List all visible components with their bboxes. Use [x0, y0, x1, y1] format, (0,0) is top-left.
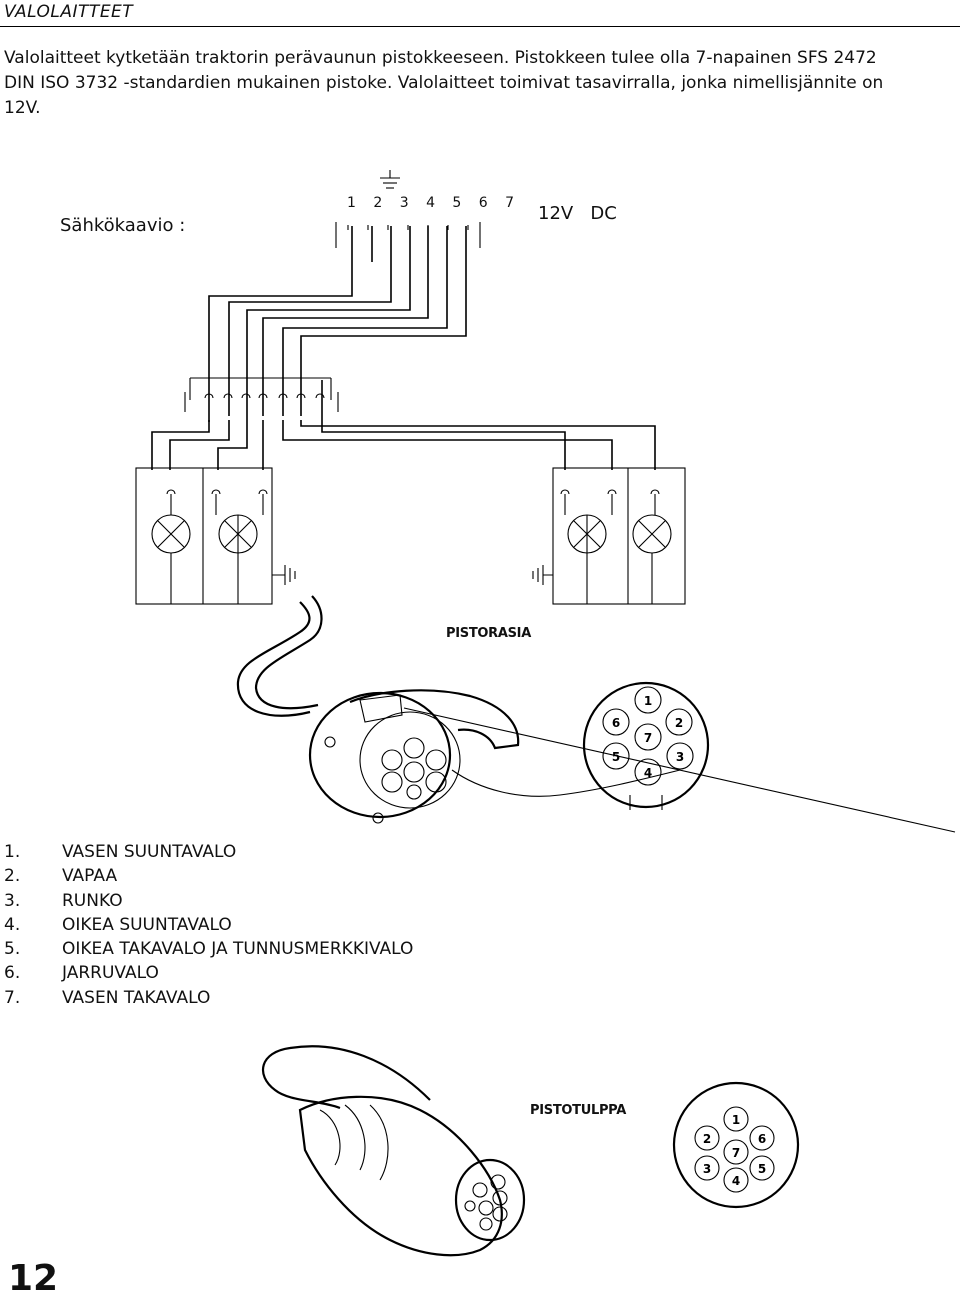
socket-pin-5: 5	[612, 750, 620, 764]
plug-pin-1: 1	[732, 1113, 740, 1127]
header-bar: VALOLAITTEET	[0, 0, 960, 27]
legend-item: 7. VASEN TAKAVALO	[4, 986, 413, 1010]
lamp-wiring	[151, 420, 656, 470]
diagram-label: Sähkökaavio :	[60, 215, 186, 236]
plug-pin-5: 5	[758, 1162, 766, 1176]
legend-number: 6.	[4, 963, 21, 984]
left-lamp-unit	[135, 467, 296, 605]
plug-pin-7: 7	[732, 1146, 740, 1160]
socket-pin-6: 6	[612, 716, 620, 730]
ground-symbol-icon	[380, 170, 400, 189]
socket-pin-7: 7	[644, 731, 652, 745]
legend-item: 1. VASEN SUUNTAVALO	[4, 840, 413, 864]
legend-label: VAPAA	[62, 866, 118, 887]
plug-illustration	[262, 1045, 526, 1257]
plug-pin-4: 4	[732, 1174, 740, 1188]
pin-legend: 1. VASEN SUUNTAVALO 2. VAPAA 3. RUNKO 4.…	[4, 840, 413, 1010]
socket-title: PISTORASIA	[446, 626, 531, 641]
plug-pin-3: 3	[703, 1162, 711, 1176]
legend-label: OIKEA SUUNTAVALO	[62, 914, 232, 935]
socket-pin-4: 4	[644, 766, 652, 780]
legend-item: 4. OIKEA SUUNTAVALO	[4, 913, 413, 937]
legend-number: 3.	[4, 890, 21, 911]
legend-label: OIKEA TAKAVALO JA TUNNUSMERKKIVALO	[62, 939, 414, 960]
socket-pin-1: 1	[644, 694, 652, 708]
legend-number: 2.	[4, 866, 21, 887]
socket-illustration	[236, 595, 956, 833]
legend-item: 2. VAPAA	[4, 864, 413, 888]
legend-number: 7.	[4, 987, 21, 1008]
socket-pin-2: 2	[675, 716, 683, 730]
plug-pin-6: 6	[758, 1132, 766, 1146]
legend-label: VASEN TAKAVALO	[62, 987, 211, 1008]
plug-pin-2: 2	[703, 1132, 711, 1146]
intro-paragraph: Valolaitteet kytketään traktorin perävau…	[4, 48, 884, 118]
connector-block	[335, 222, 481, 248]
legend-item: 6. JARRUVALO	[4, 961, 413, 985]
plug-pin-face: 1 2 3 4 5 6 7	[672, 1081, 800, 1209]
legend-label: RUNKO	[62, 890, 123, 911]
legend-item: 3. RUNKO	[4, 889, 413, 913]
pin-number-row: 1 2 3 4 5 6 7	[347, 195, 521, 211]
legend-number: 1.	[4, 842, 21, 862]
legend-label: JARRUVALO	[62, 963, 159, 984]
legend-item: 5. OIKEA TAKAVALO JA TUNNUSMERKKIVALO	[4, 937, 413, 961]
wire-bundle	[208, 226, 467, 422]
socket-pin-face: 1 2 3 4 5 6 7	[582, 681, 710, 810]
page-number: 12	[8, 1258, 59, 1299]
plug-title: PISTOTULPPA	[530, 1103, 626, 1118]
legend-label: VASEN SUUNTAVALO	[62, 842, 237, 862]
legend-number: 4.	[4, 914, 21, 935]
voltage-label: 12V DC	[538, 203, 617, 224]
terminal-box	[184, 377, 339, 412]
legend-number: 5.	[4, 939, 21, 960]
right-lamp-unit	[532, 467, 686, 605]
socket-pin-3: 3	[676, 750, 684, 764]
section-title: VALOLAITTEET	[4, 2, 134, 22]
